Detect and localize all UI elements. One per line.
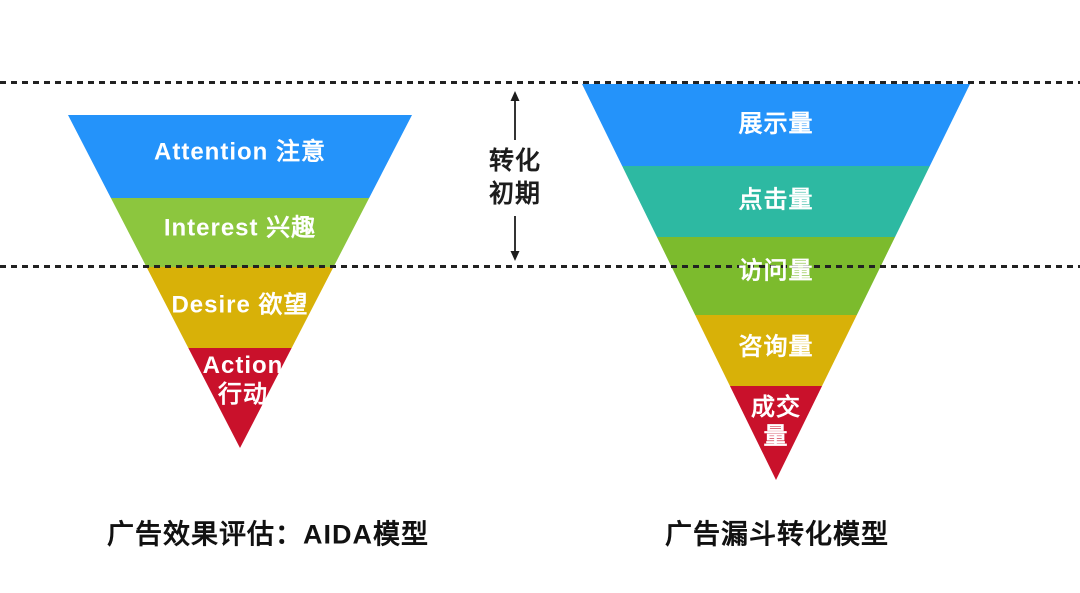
ad-label-deals: 成交 量 (751, 393, 801, 451)
ad-funnel-caption: 广告漏斗转化模型 (665, 519, 889, 550)
conversion-period-line1: 转化 (488, 147, 542, 175)
aida-funnel-caption: 广告效果评估：AIDA模型 (107, 519, 429, 550)
ad-label-deals-line1: 成交 (751, 394, 801, 421)
aida-label-action-line1: Action (202, 352, 284, 379)
ad-label-impressions: 展示量 (738, 110, 814, 138)
aida-label-attention: Attention 注意 (154, 138, 326, 166)
aida-band-attention (68, 115, 412, 198)
aida-label-action: Action 行动 (203, 351, 284, 409)
conversion-period-line2: 初期 (488, 180, 542, 208)
aida-label-interest: Interest 兴趣 (163, 214, 317, 242)
ad-label-deals-line2: 量 (763, 423, 789, 450)
ad-label-visits: 访问量 (738, 257, 814, 285)
aida-label-action-line2: 行动 (217, 381, 268, 408)
ad-label-inquiries: 咨询量 (738, 333, 814, 361)
ad-band-impressions (582, 84, 970, 166)
aida-label-desire: Desire 欲望 (171, 291, 309, 319)
ad-label-clicks: 点击量 (738, 186, 814, 214)
dashed-line-bottom (0, 265, 1080, 268)
dashed-line-top (0, 81, 1080, 84)
conversion-period-label: 转化 初期 (485, 140, 545, 216)
